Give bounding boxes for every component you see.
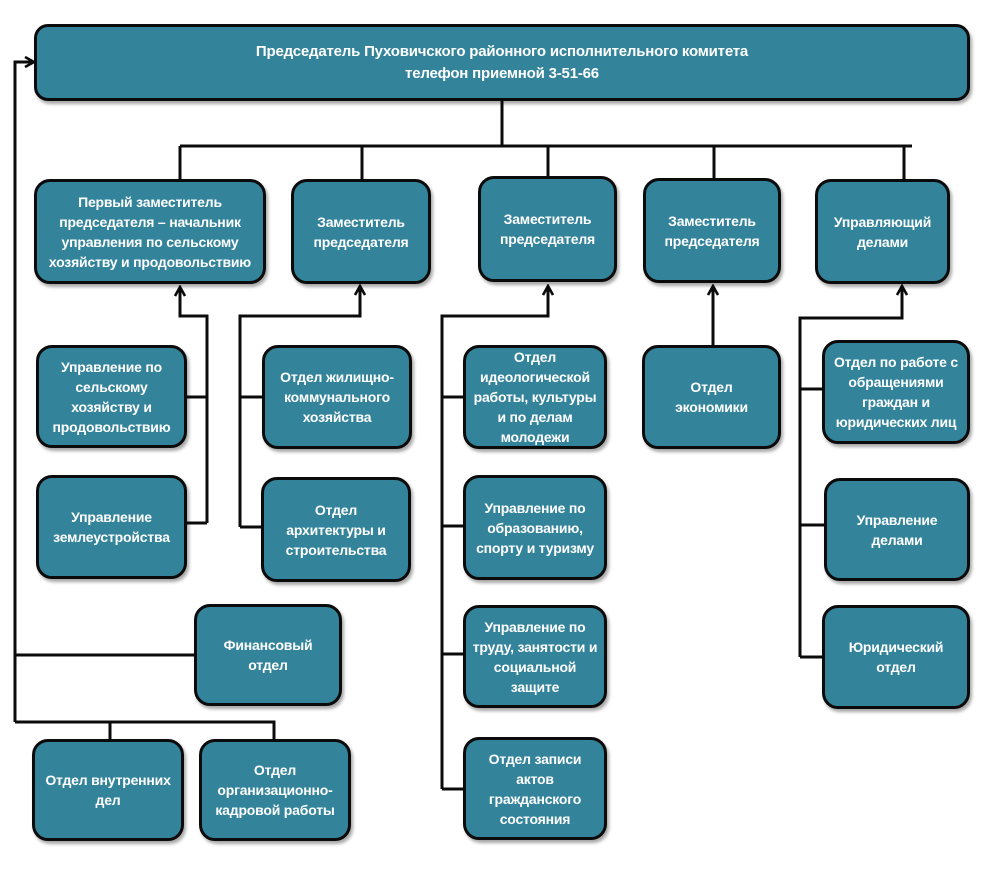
deputy-label: Заместитель председателя [313,213,409,250]
department-label: Отдел внутренних дел [45,772,171,808]
department-label: Управление делами [856,511,938,548]
department-economy[interactable]: Отдел экономики [642,345,781,449]
department-label: Отдел архитектуры и строительства [285,501,387,558]
connector-bottom-bus [15,720,276,740]
deputy-label: Первый заместитель председателя – началь… [48,193,252,270]
connector-first-deputy-group [180,287,209,523]
chairman-phone: телефон приемной 3-51-66 [405,64,599,82]
deputy-box-3[interactable]: Заместитель председателя [478,176,617,282]
deputy-label: Управляющий делами [833,213,932,250]
department-label: Управление по труду, занятости и социаль… [472,618,598,695]
head-of-affairs-box[interactable]: Управляющий делами [815,179,950,284]
connector-deputy-2-group [238,286,360,527]
department-label: Отдел записи актов гражданского состояни… [488,750,582,827]
chairman-title: Председатель Пуховичского районного испо… [255,42,749,60]
deputy-label: Заместитель председателя [664,212,760,249]
department-legal[interactable]: Юридический отдел [822,605,970,709]
department-ideology[interactable]: Отдел идеологической работы, культуры и … [463,345,607,449]
deputy-box-4[interactable]: Заместитель председателя [643,178,781,283]
department-internal-affairs[interactable]: Отдел внутренних дел [32,739,184,841]
department-label: Управление по образованию, спорту и тури… [476,499,594,556]
deputy-box-2[interactable]: Заместитель председателя [291,179,431,284]
deputy-label: Заместитель председателя [499,211,596,247]
department-labour[interactable]: Управление по труду, занятости и социаль… [463,605,607,708]
department-housing[interactable]: Отдел жилищно- коммунального хозяйства [262,345,412,449]
chairman-box[interactable]: Председатель Пуховичского районного испо… [34,24,970,101]
department-label: Отдел идеологической работы, культуры и … [473,349,597,445]
department-affairs-office[interactable]: Управление делами [824,478,970,581]
department-education[interactable]: Управление по образованию, спорту и тури… [463,475,607,580]
department-label: Финансовый отдел [223,637,313,673]
department-civil-registry[interactable]: Отдел записи актов гражданского состояни… [463,737,607,840]
department-hr[interactable]: Отдел организационно- кадровой работы [199,739,351,841]
department-label: Отдел по работе с обращениями граждан и … [833,354,959,430]
department-label: Отдел экономики [675,379,748,415]
connector-direct-loop [13,62,34,722]
department-land-management[interactable]: Управление землеустройства [36,475,187,579]
department-label: Управление землеустройства [53,509,170,545]
connector-affairs-group [798,286,902,657]
department-architecture[interactable]: Отдел архитектуры и строительства [261,477,411,582]
department-agriculture[interactable]: Управление по сельскому хозяйству и прод… [36,345,187,448]
department-label: Управление по сельскому хозяйству и прод… [52,358,171,435]
department-citizen-appeals[interactable]: Отдел по работе с обращениями граждан и … [822,340,970,444]
department-label: Отдел организационно- кадровой работы [215,762,335,818]
deputy-box-first[interactable]: Первый заместитель председателя – началь… [34,179,266,284]
department-finance[interactable]: Финансовый отдел [194,604,342,706]
connector-deputy-3-group [440,286,548,789]
department-label: Отдел жилищно- коммунального хозяйства [280,369,394,425]
department-label: Юридический отдел [848,639,944,675]
